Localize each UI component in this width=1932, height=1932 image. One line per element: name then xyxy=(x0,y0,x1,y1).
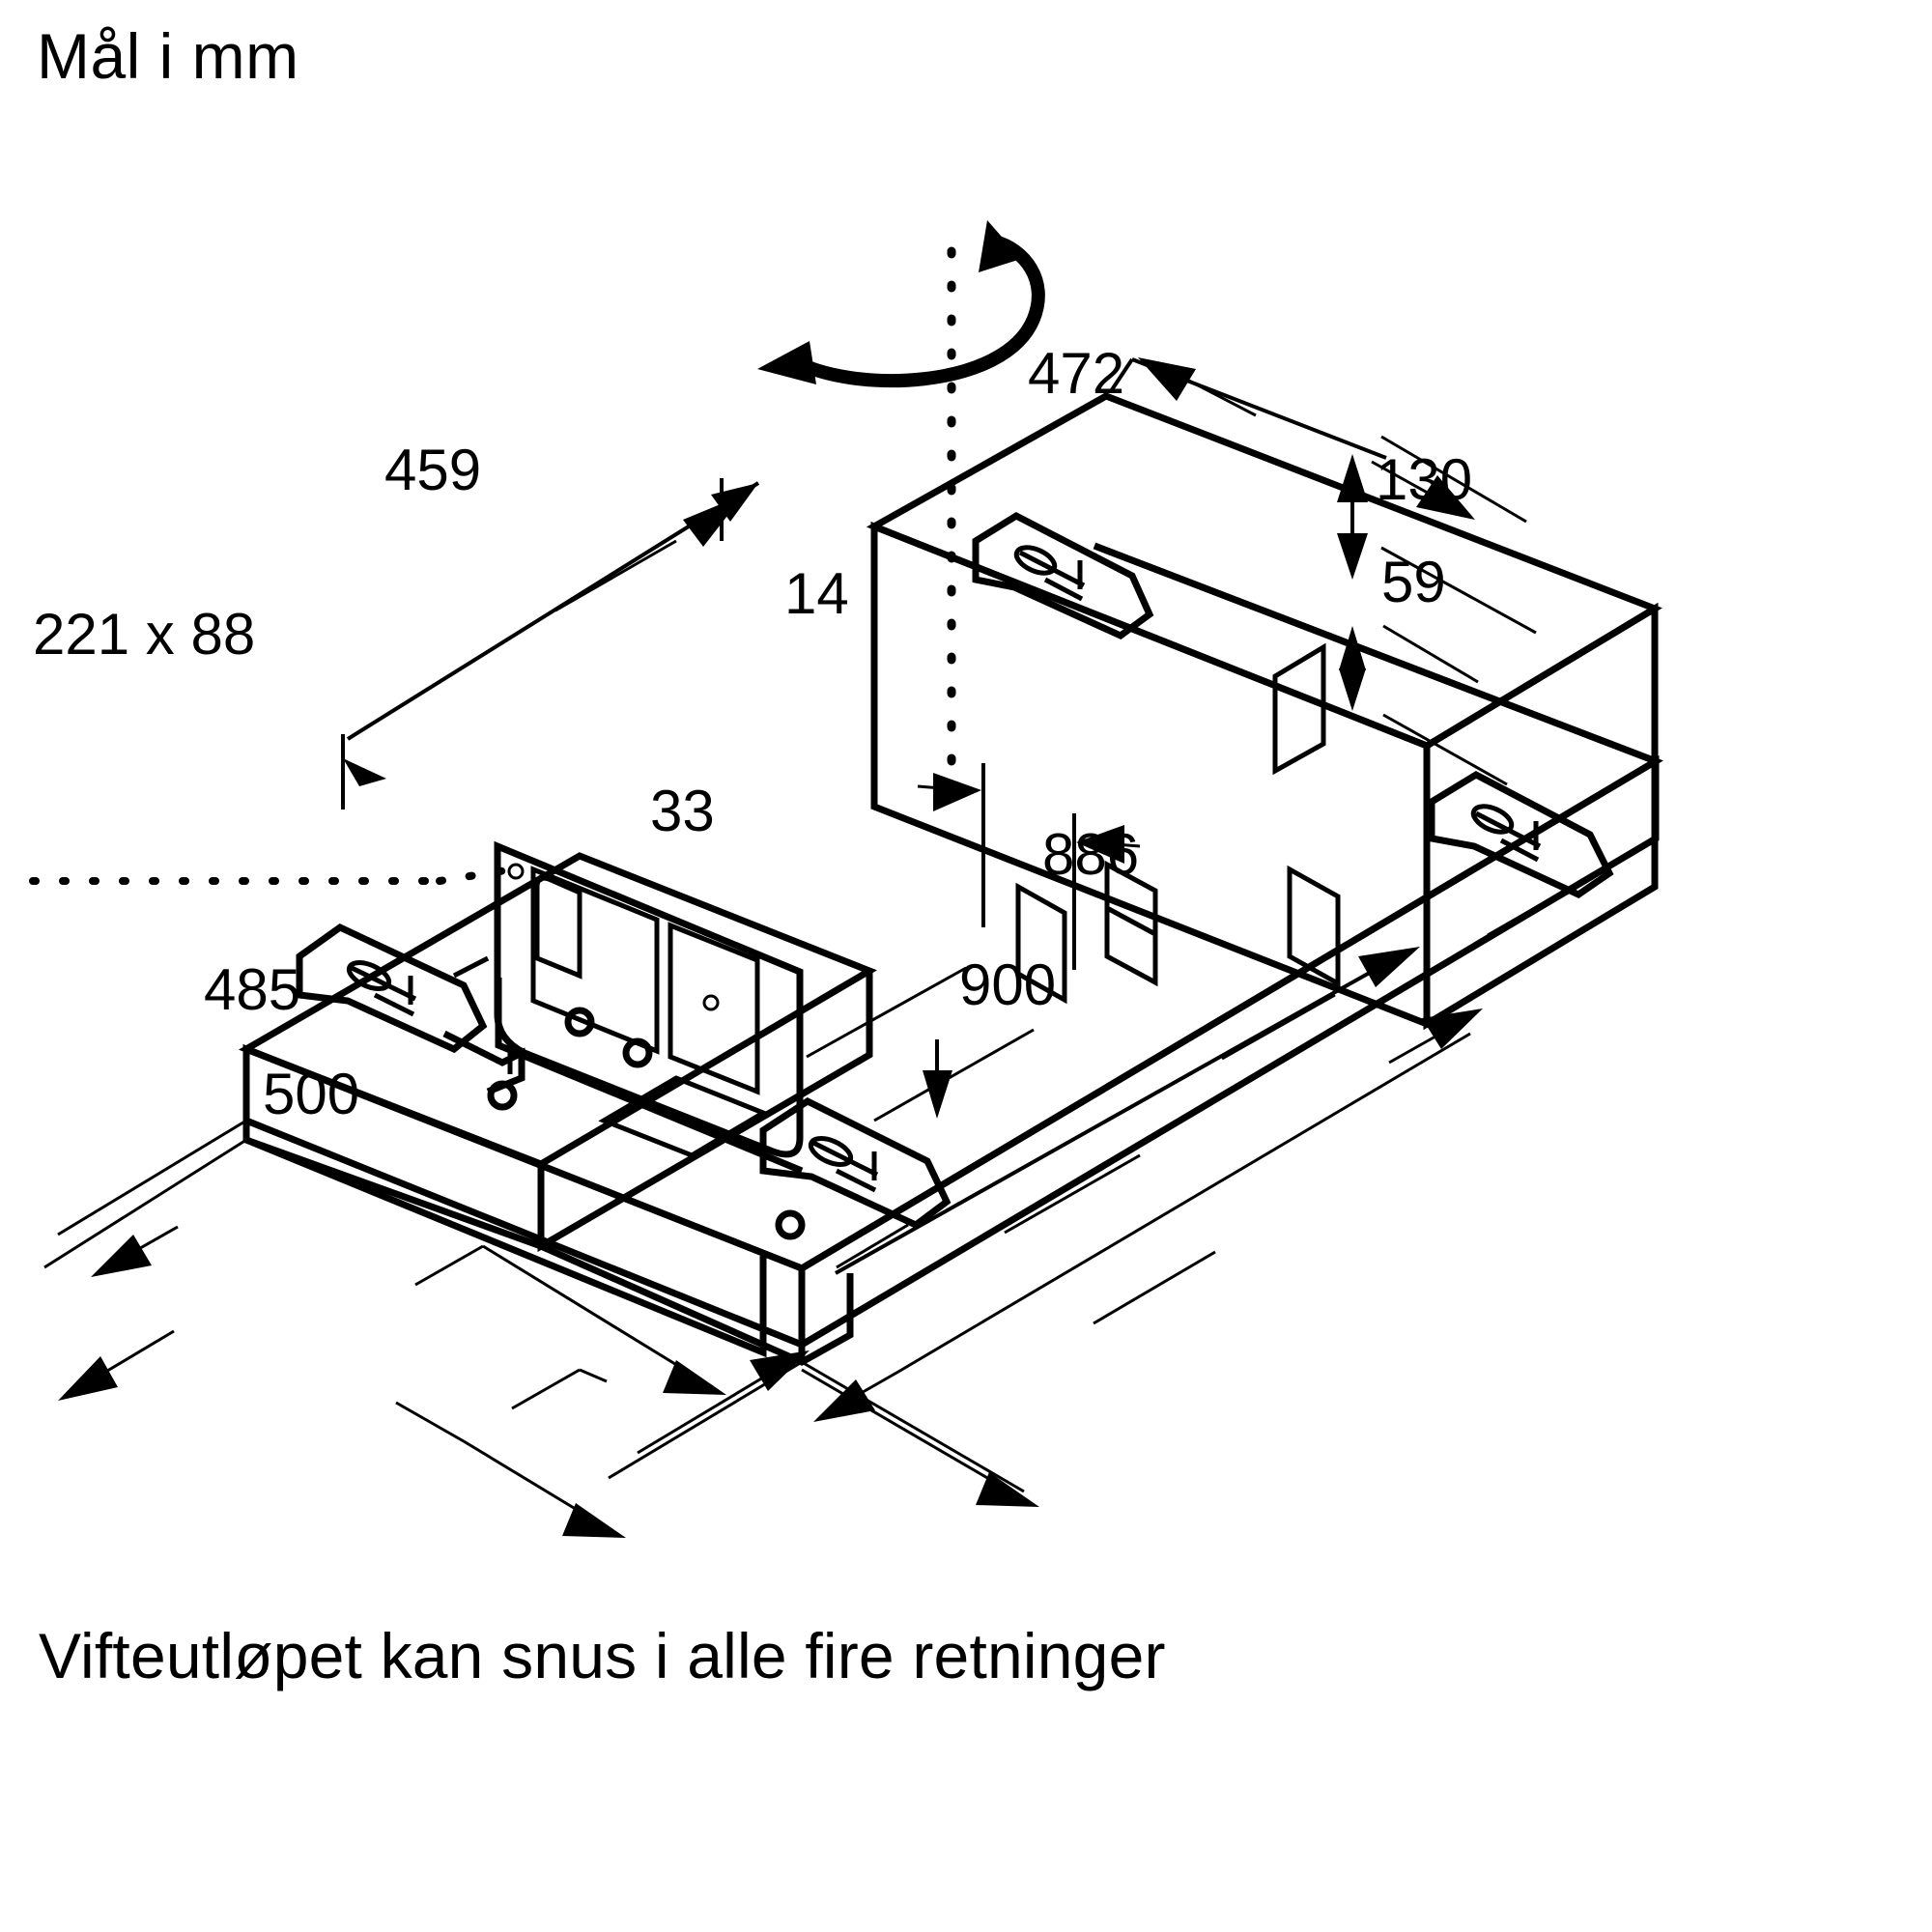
dimension-linear-14 xyxy=(917,763,1141,970)
mounting-clip-front-right xyxy=(759,1096,952,1230)
rotation-arrow-icon xyxy=(757,220,1045,388)
dimension-label-depth-top-left: 459 xyxy=(384,438,482,502)
dimension-label-height-body: 130 xyxy=(1376,447,1473,512)
dimension-leader-459 xyxy=(341,478,760,810)
hood-motor-housing xyxy=(866,392,1662,1031)
housing-face-details xyxy=(1015,642,1341,1005)
page-title: Mål i mm xyxy=(37,20,299,92)
dimension-label-depth-outer: 500 xyxy=(263,1062,360,1126)
dimension-label-height-frame: 59 xyxy=(1381,550,1446,614)
dimension-leader-500 xyxy=(58,1329,1039,1538)
dimension-label-width-outer: 900 xyxy=(959,952,1057,1017)
dimension-linear-130 xyxy=(1337,435,1537,635)
mounting-clip-rear-right xyxy=(1428,770,1614,899)
hood-pull-out-drawer xyxy=(238,852,877,1358)
dimension-label-width-inner: 886 xyxy=(1042,822,1140,887)
dimension-leader-485 xyxy=(91,1225,726,1395)
figure-caption: Vifteutløpet kan snus i alle fire retnin… xyxy=(39,1620,1166,1691)
dimension-leader-886 xyxy=(835,947,1420,1275)
dimension-extension-lines xyxy=(43,837,1657,1493)
mounting-clip-rear-left xyxy=(972,511,1154,640)
dimension-leader-outlet-size xyxy=(29,866,516,885)
dimension-linear-33 xyxy=(806,966,1035,1122)
dimension-label-outlet-size: 221 x 88 xyxy=(33,602,256,667)
dimension-linear-59 xyxy=(1339,624,1508,786)
dimension-leader-900 xyxy=(813,1009,1483,1422)
dimension-label-depth-inner: 485 xyxy=(204,957,301,1022)
dimension-label-offset-outlet: 14 xyxy=(784,561,849,626)
dimension-leader-472 xyxy=(1109,357,1475,520)
dimension-label-depth-top-right: 472 xyxy=(1028,341,1125,406)
mounting-clip-front-left xyxy=(296,923,526,1095)
dimension-label-offset-front: 33 xyxy=(650,779,715,843)
